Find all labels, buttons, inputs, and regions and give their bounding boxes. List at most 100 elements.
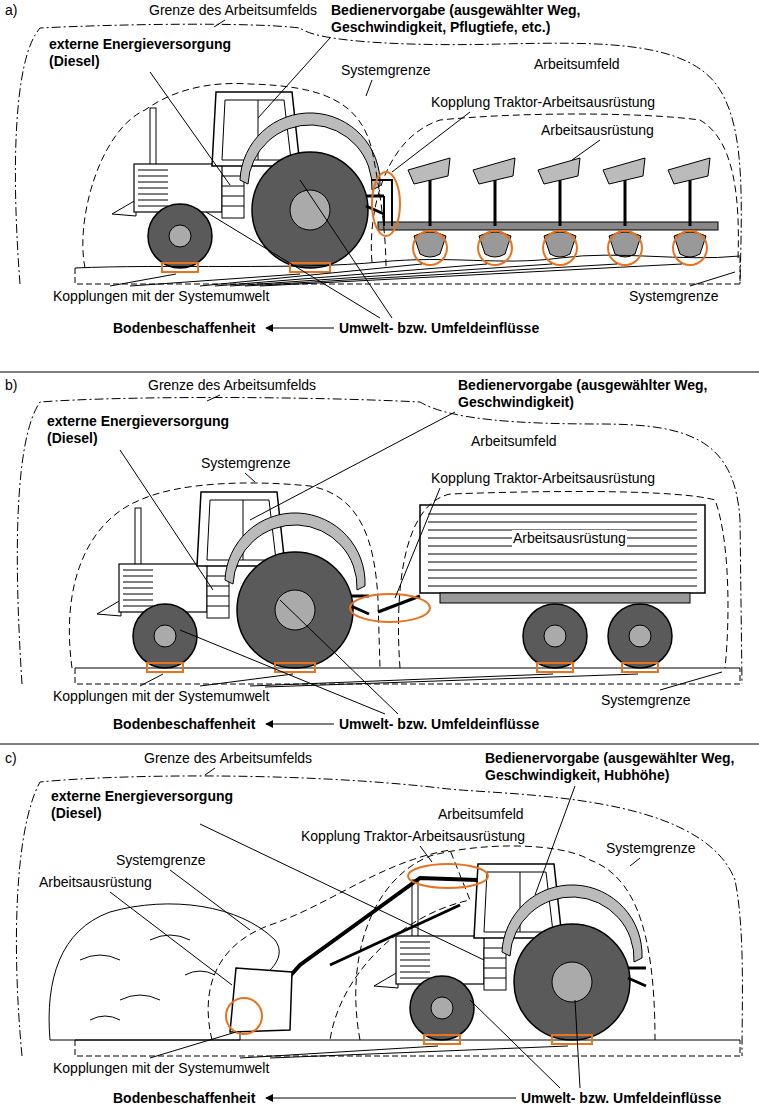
leader-line	[392, 112, 470, 172]
label: b)	[4, 377, 18, 394]
trailer-illustration	[544, 625, 566, 647]
leader-line	[205, 768, 215, 775]
leader-line	[250, 674, 553, 686]
label: Arbeitsausrüstung	[512, 530, 627, 547]
leader-line	[280, 600, 398, 714]
work-environment-boundary	[16, 776, 742, 1056]
trailer-illustration	[608, 604, 672, 668]
work-environment-boundary	[17, 398, 742, 685]
front-loader-illustration	[230, 878, 478, 1032]
coupling-mark	[226, 864, 592, 1044]
label: Kopplung Traktor-Arbeitsausrüstung	[430, 470, 656, 487]
coupling-mark	[162, 172, 707, 272]
leader-line	[630, 858, 640, 866]
leader-line	[230, 264, 552, 286]
leader-line	[420, 846, 432, 862]
material-heap	[80, 935, 215, 1020]
bold-label: Bodenbeschaffenheit	[112, 1090, 256, 1107]
leader-line	[266, 724, 334, 725]
coupling-mark	[162, 263, 198, 272]
system-boundary	[356, 846, 655, 1040]
ground	[75, 668, 740, 669]
leader-line	[150, 72, 230, 185]
front-loader-illustration	[330, 905, 460, 965]
label: Systemgrenze	[628, 288, 719, 305]
label: Grenze des Arbeitsumfelds	[143, 750, 313, 767]
leader-line	[200, 674, 293, 686]
bold-label: Umwelt- bzw. Umfeldeinflüsse	[338, 320, 540, 337]
panel-divider	[0, 372, 759, 744]
coupling-mark	[424, 1035, 460, 1044]
leader-line	[265, 674, 638, 687]
leader-line	[575, 1000, 580, 1088]
system-boundary	[69, 483, 728, 668]
system-boundary	[208, 846, 655, 1040]
leader-line	[110, 274, 176, 286]
trailer-illustration	[378, 505, 705, 668]
trailer-illustration	[420, 505, 705, 593]
leader-line	[266, 1098, 516, 1099]
leader-line	[260, 264, 682, 286]
leader-line	[207, 395, 220, 401]
leader-line	[170, 870, 250, 930]
system-boundary	[398, 492, 728, 668]
coupling-mark	[413, 231, 447, 265]
label: a)	[4, 2, 18, 19]
coupling-mark	[537, 663, 573, 672]
label: Arbeitsumfeld	[533, 56, 621, 73]
coupling-mark	[147, 594, 658, 672]
label: Kopplungen mit der Systemumwelt	[52, 1060, 270, 1077]
leader-line	[395, 488, 440, 598]
label: Grenze des Arbeitsumfelds	[147, 377, 317, 394]
label: Kopplung Traktor-Arbeitsausrüstung	[430, 94, 656, 111]
bold-label: Bedienervorgabe (ausgewählter Weg, Gesch…	[330, 2, 632, 36]
coupling-mark	[226, 998, 262, 1034]
plough-illustration	[689, 180, 692, 226]
work-environment-boundary	[15, 24, 741, 284]
leader-line	[535, 786, 575, 895]
bold-label: externe Energieversorgung (Diesel)	[50, 788, 272, 822]
label: Systemgrenze	[605, 840, 696, 857]
coupling-mark	[608, 231, 642, 265]
leader-line	[215, 264, 487, 286]
label: Systemgrenze	[200, 455, 291, 472]
ground	[75, 255, 740, 284]
bold-label: Bodenbeschaffenheit	[112, 320, 256, 337]
front-loader-illustration	[282, 878, 478, 985]
trailer-illustration	[440, 593, 690, 603]
label: Systemgrenze	[115, 852, 206, 869]
coupling-mark	[673, 231, 707, 265]
label: Systemgrenze	[340, 62, 431, 79]
bold-label: Bodenbeschaffenheit	[112, 716, 256, 733]
panel-divider	[0, 372, 759, 373]
leader-line	[150, 1032, 236, 1058]
leader-line	[690, 272, 735, 286]
trailer-illustration	[629, 625, 651, 647]
leader-line	[110, 892, 232, 985]
bold-label: Umwelt- bzw. Umfeldeinflüsse	[338, 716, 540, 733]
plough-illustration	[494, 180, 497, 226]
coupling-mark	[275, 663, 315, 672]
bold-label: externe Energieversorgung (Diesel)	[48, 36, 270, 70]
bold-label: Bedienervorgabe (ausgewählter Weg, Gesch…	[484, 750, 748, 784]
plough-illustration	[624, 180, 627, 226]
leader-line	[245, 473, 255, 482]
work-environment-boundary	[15, 24, 741, 284]
work-environment-boundary	[17, 398, 742, 685]
leader-line	[140, 674, 163, 686]
tractor-illustration	[112, 92, 384, 268]
coupling-mark	[290, 263, 330, 272]
bold-label: Bedienervorgabe (ausgewählter Weg, Gesch…	[457, 377, 721, 411]
system-boundary	[69, 483, 380, 668]
leader-line	[366, 80, 372, 96]
tractor-illustration	[97, 492, 369, 668]
system-boundary	[83, 83, 739, 268]
label: Arbeitsausrüstung	[38, 874, 153, 891]
leader-line	[300, 180, 392, 318]
system-boundary	[371, 114, 738, 262]
trailer-illustration	[428, 514, 697, 586]
coupling-mark	[622, 663, 658, 672]
plough-illustration	[559, 180, 562, 226]
label: c)	[4, 750, 18, 767]
